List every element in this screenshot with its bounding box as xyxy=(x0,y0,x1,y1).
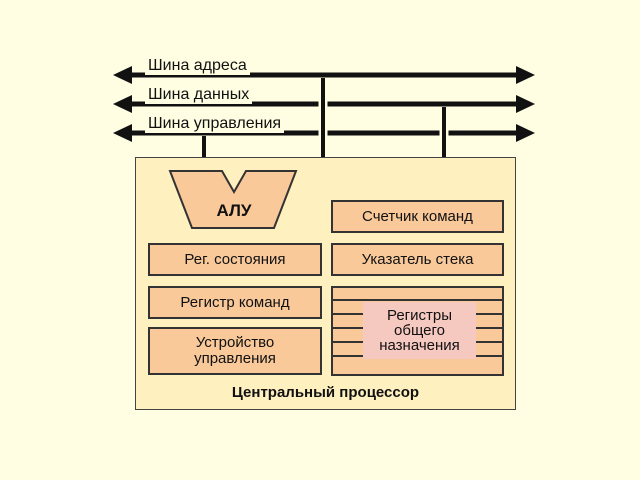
cpu-title: Центральный процессор xyxy=(231,384,420,401)
control-unit-label: Устройство управления xyxy=(194,334,276,367)
general-registers-label: Регистры общего назначения xyxy=(363,302,476,359)
alu-label: АЛУ xyxy=(216,201,252,220)
instruction-register-block: Регистр команд xyxy=(148,286,322,319)
control-bus-label: Шина управления xyxy=(145,115,285,133)
status-register-label: Рег. состояния xyxy=(184,250,286,268)
instruction-register-label: Регистр команд xyxy=(180,293,290,311)
data-bus-label: Шина данных xyxy=(145,86,253,104)
address-bus-line xyxy=(113,66,535,84)
program-counter-label: Счетчик команд xyxy=(362,207,473,225)
control-unit-block: Устройство управления xyxy=(148,327,322,375)
program-counter-block: Счетчик команд xyxy=(331,200,504,233)
status-register-block: Рег. состояния xyxy=(148,243,322,276)
stack-pointer-label: Указатель стека xyxy=(361,250,474,268)
address-bus-label: Шина адреса xyxy=(145,57,250,75)
stack-pointer-block: Указатель стека xyxy=(331,243,504,276)
general-registers-text: Регистры общего назначения xyxy=(379,307,460,354)
